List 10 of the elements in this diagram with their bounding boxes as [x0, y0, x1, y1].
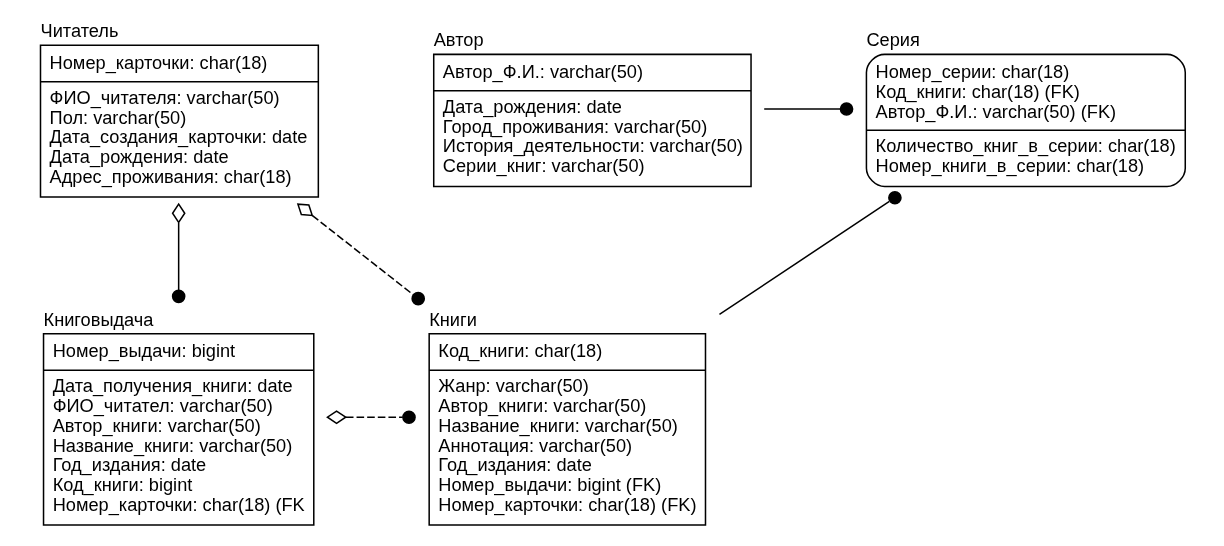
connector — [296, 203, 425, 306]
connector — [325, 410, 416, 425]
node-label: Книги — [428, 309, 477, 330]
node-label: Автор — [433, 30, 484, 51]
connector — [762, 102, 853, 116]
node-label: Читатель — [40, 21, 118, 42]
node-label: Книговыдача — [43, 309, 153, 330]
node-label: Серия — [865, 30, 920, 51]
connector — [718, 190, 902, 316]
connector — [171, 202, 186, 304]
